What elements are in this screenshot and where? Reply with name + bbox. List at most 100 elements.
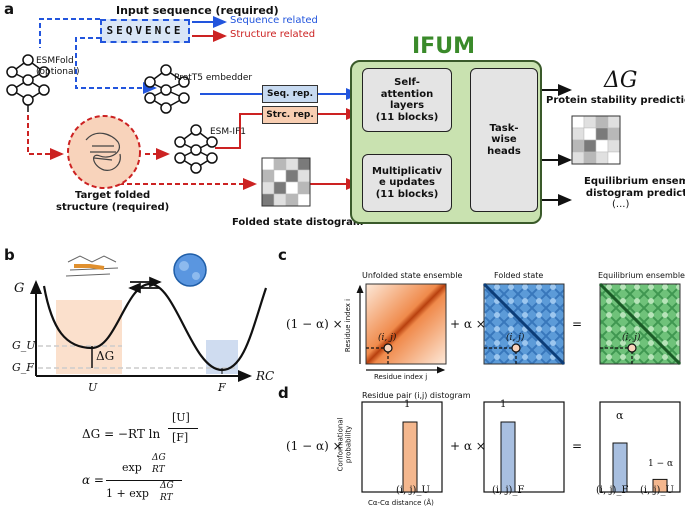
- distogram-cell: [273, 181, 287, 195]
- panel-label-b: b: [4, 246, 15, 264]
- d-coef1: (1 − α) ×: [286, 439, 343, 453]
- c-coef1: (1 − α) ×: [286, 317, 343, 331]
- unfolded-title: Unfolded state ensemble: [362, 271, 463, 280]
- distogram-cell: [583, 139, 597, 153]
- esmfold-to-target-line: [27, 115, 64, 160]
- bar4-label: 1 − α: [648, 459, 674, 469]
- seq-to-esmfold-line: [39, 18, 100, 48]
- distogram-cell: [607, 151, 621, 165]
- bar2-label: 1: [500, 399, 507, 410]
- eq2-num-frac-den: RT: [152, 465, 165, 475]
- distogram-cell: [583, 115, 597, 129]
- folded-title: Folded state: [494, 271, 544, 280]
- multiplicative-updates-box: Multiplicativ e updates (11 blocks): [362, 154, 452, 212]
- distogram-cell: [285, 169, 299, 183]
- self-attention-box: Self- attention layers (11 blocks): [362, 68, 452, 132]
- g-u-label: G_U: [12, 339, 36, 352]
- distogram-cell: [297, 169, 311, 183]
- distogram-cell: [595, 127, 609, 141]
- eq1-lhs: ΔG = −RT ln: [82, 427, 161, 441]
- x-axis-label: RC: [256, 369, 275, 383]
- distogram-cell: [285, 181, 299, 195]
- y-axis-label: G: [14, 281, 25, 296]
- distogram-cell: [607, 139, 621, 153]
- eq1-den: [F]: [172, 431, 189, 444]
- distogram-cell: [583, 127, 597, 141]
- task-heads-box: Task- wise heads: [470, 68, 538, 212]
- distogram-cell: [273, 157, 287, 171]
- distogram-bar-charts: [361, 401, 681, 493]
- energy-landscape: [30, 253, 268, 382]
- distogram-title: Residue pair (i,j) distogram: [362, 391, 471, 400]
- distogram-cell: [571, 151, 585, 165]
- distogram-cell: [285, 157, 299, 171]
- sequence-box: SEQVENCE: [100, 19, 190, 43]
- panel-label-c: c: [278, 246, 287, 264]
- distogram-cell: [583, 151, 597, 165]
- tick-u1: (i, j)_U: [396, 485, 430, 496]
- residue-index-i: Residue index i: [344, 298, 353, 353]
- distogram-cell: [261, 181, 275, 195]
- strc-rep-box: Strc. rep.: [262, 106, 318, 124]
- esmif-network-icon: [174, 124, 218, 174]
- seq-to-prott5-line: [75, 37, 157, 94]
- distogram-cell: [273, 193, 287, 207]
- bar3-label: α: [616, 409, 624, 422]
- ij-label-folded: (i, j): [506, 333, 525, 343]
- distogram-cell: [571, 115, 585, 129]
- distogram-bar: [652, 478, 668, 493]
- eq2-num-exp: exp: [122, 461, 142, 474]
- d-plus: + α ×: [450, 439, 486, 453]
- ij-label-equilibrium: (i, j): [622, 333, 641, 343]
- distogram-cell: [595, 139, 609, 153]
- eq2-num-frac-num: ΔG: [152, 453, 166, 463]
- tick-f: (i, j)_F: [492, 485, 525, 496]
- distogram-cell: [571, 127, 585, 141]
- distogram-cell: [273, 169, 287, 183]
- protein-structure-icon: [85, 132, 121, 171]
- seq-rep-box: Seq. rep.: [262, 85, 318, 103]
- c-equals: =: [572, 317, 583, 331]
- bar1-label: 1: [404, 399, 411, 410]
- distogram-box: [361, 401, 443, 493]
- folded-distogram-grid: [261, 157, 311, 207]
- distogram-bar: [402, 421, 418, 493]
- distogram-cell: [261, 169, 275, 183]
- ij-label-unfolded: (i, j): [378, 333, 397, 343]
- eq2-den-frac-num: ΔG: [160, 481, 174, 491]
- legend-structure: Structure related: [230, 29, 316, 40]
- esmif-to-strcrep-line: [215, 113, 262, 149]
- eq2-lhs: α =: [82, 473, 104, 487]
- eq1-num: [U]: [172, 411, 190, 424]
- eq2-den-prefix: 1 + exp: [106, 487, 149, 500]
- tick-f2: (i, j)_F: [596, 485, 629, 496]
- ellipsis-label: (...): [612, 199, 630, 210]
- distogram-label: Folded state distogram: [232, 217, 364, 228]
- heatmap-axes: [356, 284, 446, 374]
- ifum-title: IFUM: [412, 34, 475, 59]
- equilibrium-heatmap: [598, 282, 682, 366]
- ij-markers: [366, 343, 637, 364]
- distogram-cell: [571, 139, 585, 153]
- target-structure-label: Target folded structure (required): [56, 190, 170, 213]
- g-f-label: G_F: [12, 361, 34, 374]
- distogram-cell: [297, 181, 311, 195]
- delta-g-output: ΔG: [604, 68, 638, 93]
- distance-xlabel: Cα-Cα distance (Å): [368, 499, 434, 507]
- probability-ylabel: Conformational probability: [336, 417, 353, 472]
- esmfold-network-icon: [6, 54, 50, 112]
- input-sequence-label: Input sequence (required): [116, 4, 279, 17]
- unfolded-heatmap: [365, 283, 447, 365]
- distogram-cell: [607, 115, 621, 129]
- distogram-bar: [500, 421, 516, 493]
- c-plus: + α ×: [450, 317, 486, 331]
- delta-g-label: ΔG: [96, 349, 115, 363]
- f-tick: F: [218, 381, 226, 394]
- u-tick: U: [88, 381, 98, 394]
- d-equals: =: [572, 439, 583, 453]
- distogram-cell: [261, 193, 275, 207]
- distogram-cell: [607, 127, 621, 141]
- distogram-cell: [595, 151, 609, 165]
